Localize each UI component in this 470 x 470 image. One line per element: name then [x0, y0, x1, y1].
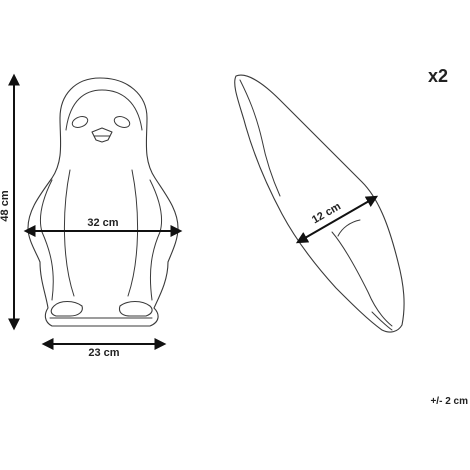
- right-eye-icon: [113, 116, 131, 128]
- side-body-outline: [234, 74, 405, 333]
- width-label: 32 cm: [87, 217, 118, 229]
- penguin-side-view: [234, 74, 405, 333]
- right-wing-line: [149, 179, 163, 301]
- quantity-label: x2: [428, 66, 448, 86]
- left-foot: [50, 300, 83, 317]
- beak-icon: [91, 127, 113, 143]
- tolerance-label: +/- 2 cm: [430, 396, 468, 407]
- right-foot: [118, 300, 153, 317]
- penguin-front-view: [27, 77, 179, 327]
- depth-dimension-line: [295, 195, 379, 244]
- height-label: 48 cm: [0, 190, 11, 221]
- penguin-body-outline: [27, 77, 179, 327]
- side-tail-line: [371, 311, 393, 331]
- side-face-line: [239, 79, 281, 197]
- base-label: 23 cm: [88, 347, 119, 359]
- belly-line: [63, 169, 139, 297]
- penguin-face-line: [65, 89, 143, 131]
- side-front-line: [337, 219, 361, 237]
- side-wing-line: [331, 231, 393, 327]
- depth-label: 12 cm: [310, 200, 343, 226]
- left-eye-icon: [71, 116, 89, 128]
